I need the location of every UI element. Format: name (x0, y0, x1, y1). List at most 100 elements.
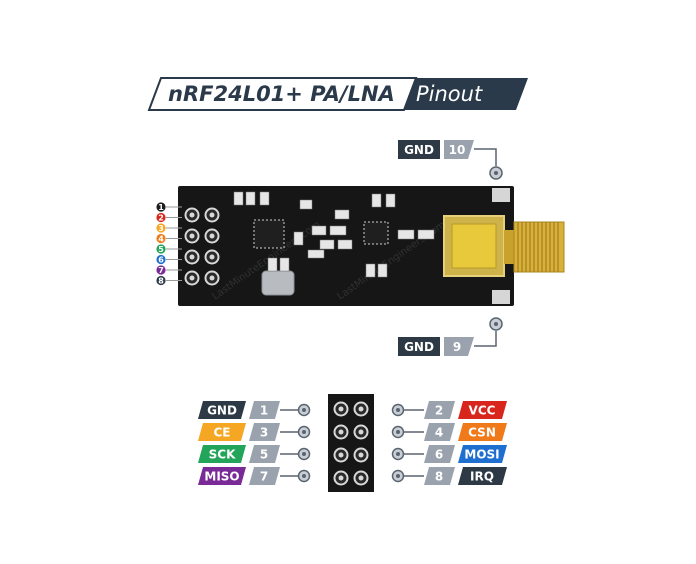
right-pin-callout: 8 IRQ (391, 467, 507, 485)
pin-legend-dot (156, 275, 166, 286)
pin-label: MISO (204, 470, 239, 484)
pin-number-bg (424, 423, 455, 441)
header-pin-center (338, 429, 344, 435)
title-banner: nRF24L01+ PA/LNA Pinout (147, 77, 528, 111)
header-pin-center (358, 452, 364, 458)
pin-number: 1 (260, 404, 268, 418)
header-pin-center (338, 452, 344, 458)
lna-chip-icon (363, 221, 389, 245)
pin-label: GND (207, 404, 237, 418)
antenna-gnd-10-callout: GND 10 (398, 140, 503, 180)
pin-legend-dot (156, 265, 166, 275)
antenna-gnd-10-number: 10 (449, 143, 466, 157)
header-pin-center (358, 406, 364, 412)
pin-legend-number: 6 (158, 256, 164, 265)
pin-pad-dot (396, 452, 400, 456)
board-pin-center (189, 254, 195, 260)
header-pin-center (338, 475, 344, 481)
antenna-gnd-10-label: GND (404, 143, 434, 157)
pin-label-bg (198, 467, 246, 485)
pin-legend-dot (156, 244, 166, 254)
antenna-gnd-10-label-bg (398, 140, 440, 159)
antenna-pad-top (492, 188, 510, 202)
antenna-gnd-10-leader (474, 148, 497, 166)
pin-number: 3 (260, 426, 268, 440)
pin-label-bg (458, 401, 507, 419)
antenna-gnd-10-pad-dot (494, 171, 498, 175)
pin-legend-dot (156, 223, 166, 233)
pin-label-bg (458, 423, 507, 441)
passive-components (233, 191, 435, 278)
antenna-gnd-9-number: 9 (453, 340, 461, 354)
pin-pad-dot (302, 430, 306, 434)
pin-number: 2 (435, 404, 443, 418)
pin-label-bg (458, 445, 507, 463)
pin-pad-dot (396, 474, 400, 478)
pin-number-bg (249, 467, 280, 485)
antenna-gnd-9-leader (474, 331, 497, 347)
antenna-gnd-9-label: GND (404, 340, 434, 354)
pin-legend-item: 1 (156, 202, 166, 212)
pin-label: VCC (469, 404, 496, 418)
header-pin-center (358, 429, 364, 435)
crystal-icon (261, 270, 295, 296)
antenna-gnd-10-number-bg (444, 140, 474, 159)
pin-number-bg (424, 467, 455, 485)
pin-number-bg (424, 445, 455, 463)
left-pin-callout: GND 1 (198, 401, 311, 419)
pin-legend-number: 5 (158, 245, 164, 254)
pin-label: CSN (468, 426, 496, 440)
pin-number: 4 (435, 426, 443, 440)
pin-number: 8 (435, 470, 443, 484)
board-pin-center (189, 275, 195, 281)
pinout-header-diagram (328, 394, 374, 492)
title-main: nRF24L01+ PA/LNA (168, 82, 395, 106)
title-tag: Pinout (416, 82, 483, 106)
board-pin-center (209, 212, 215, 218)
pin-legend-dot (156, 212, 166, 223)
pin-number-bg (424, 401, 455, 419)
left-pin-callout: CE 3 (198, 423, 311, 441)
pin-legend-dot (156, 233, 166, 244)
sma-antenna-connector-icon (504, 221, 565, 273)
antenna-gnd-9-label-bg (398, 337, 440, 356)
pin-legend-number: 2 (158, 214, 164, 223)
right-pin-callout: 4 CSN (391, 423, 507, 441)
pin-legend-item: 2 (156, 212, 166, 223)
nrf-chip-icon (253, 219, 285, 249)
sma-connector-body (451, 223, 497, 269)
pin-legend-number: 3 (158, 224, 164, 233)
board-pin-center (189, 233, 195, 239)
pin-label: SCK (209, 448, 236, 462)
pin-label: IRQ (470, 470, 494, 484)
board-pin-header (166, 206, 220, 286)
pin-number-bg (249, 401, 280, 419)
pin-number-bg (249, 445, 280, 463)
pin-legend-dot (156, 254, 166, 265)
pin-label-bg (198, 423, 246, 441)
pin-label-bg (198, 445, 246, 463)
pin-pad-dot (302, 408, 306, 412)
right-pin-callout: 2 VCC (391, 401, 507, 419)
pin-legend-dot (156, 202, 166, 212)
board-pin-center (209, 254, 215, 260)
pin-label: CE (213, 426, 230, 440)
pin-pad-dot (302, 474, 306, 478)
pin-pad-dot (302, 452, 306, 456)
pin-legend-item: 7 (156, 265, 166, 275)
pin-legend-number: 1 (158, 203, 164, 212)
antenna-gnd-9-callout: GND 9 (398, 317, 503, 356)
pin-legend-item: 5 (156, 244, 166, 254)
pin-legend-item: 4 (156, 233, 166, 244)
header-pins (333, 401, 369, 486)
board-pin-center (209, 275, 215, 281)
pin-number-bg (249, 423, 280, 441)
pin-legend-item: 3 (156, 223, 166, 233)
antenna-gnd-9-pad-dot (494, 322, 498, 326)
